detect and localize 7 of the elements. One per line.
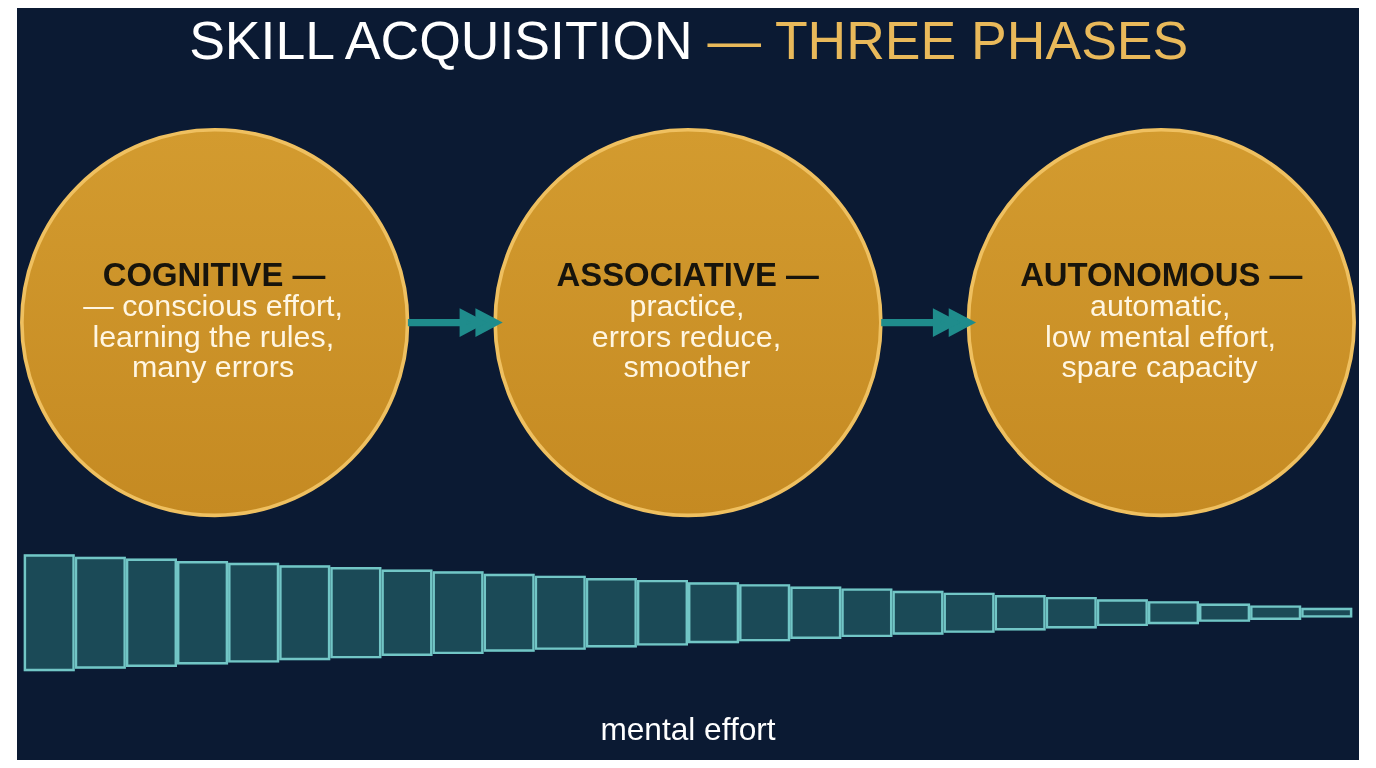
diagram-title: SKILL ACQUISITION — THREE PHASES xyxy=(189,11,1189,71)
label: mental effort xyxy=(600,711,776,748)
arrow xyxy=(407,308,503,337)
node-circle: ASSOCIATIVE — practice, errors reduce, smoother xyxy=(493,127,883,518)
node-circle: AUTONOMOUS — automatic, low mental effort, spare capacity xyxy=(966,127,1356,518)
node-circle: COGNITIVE — — conscious effort, learning the rules, many errors xyxy=(20,127,410,518)
arrow xyxy=(881,308,977,337)
